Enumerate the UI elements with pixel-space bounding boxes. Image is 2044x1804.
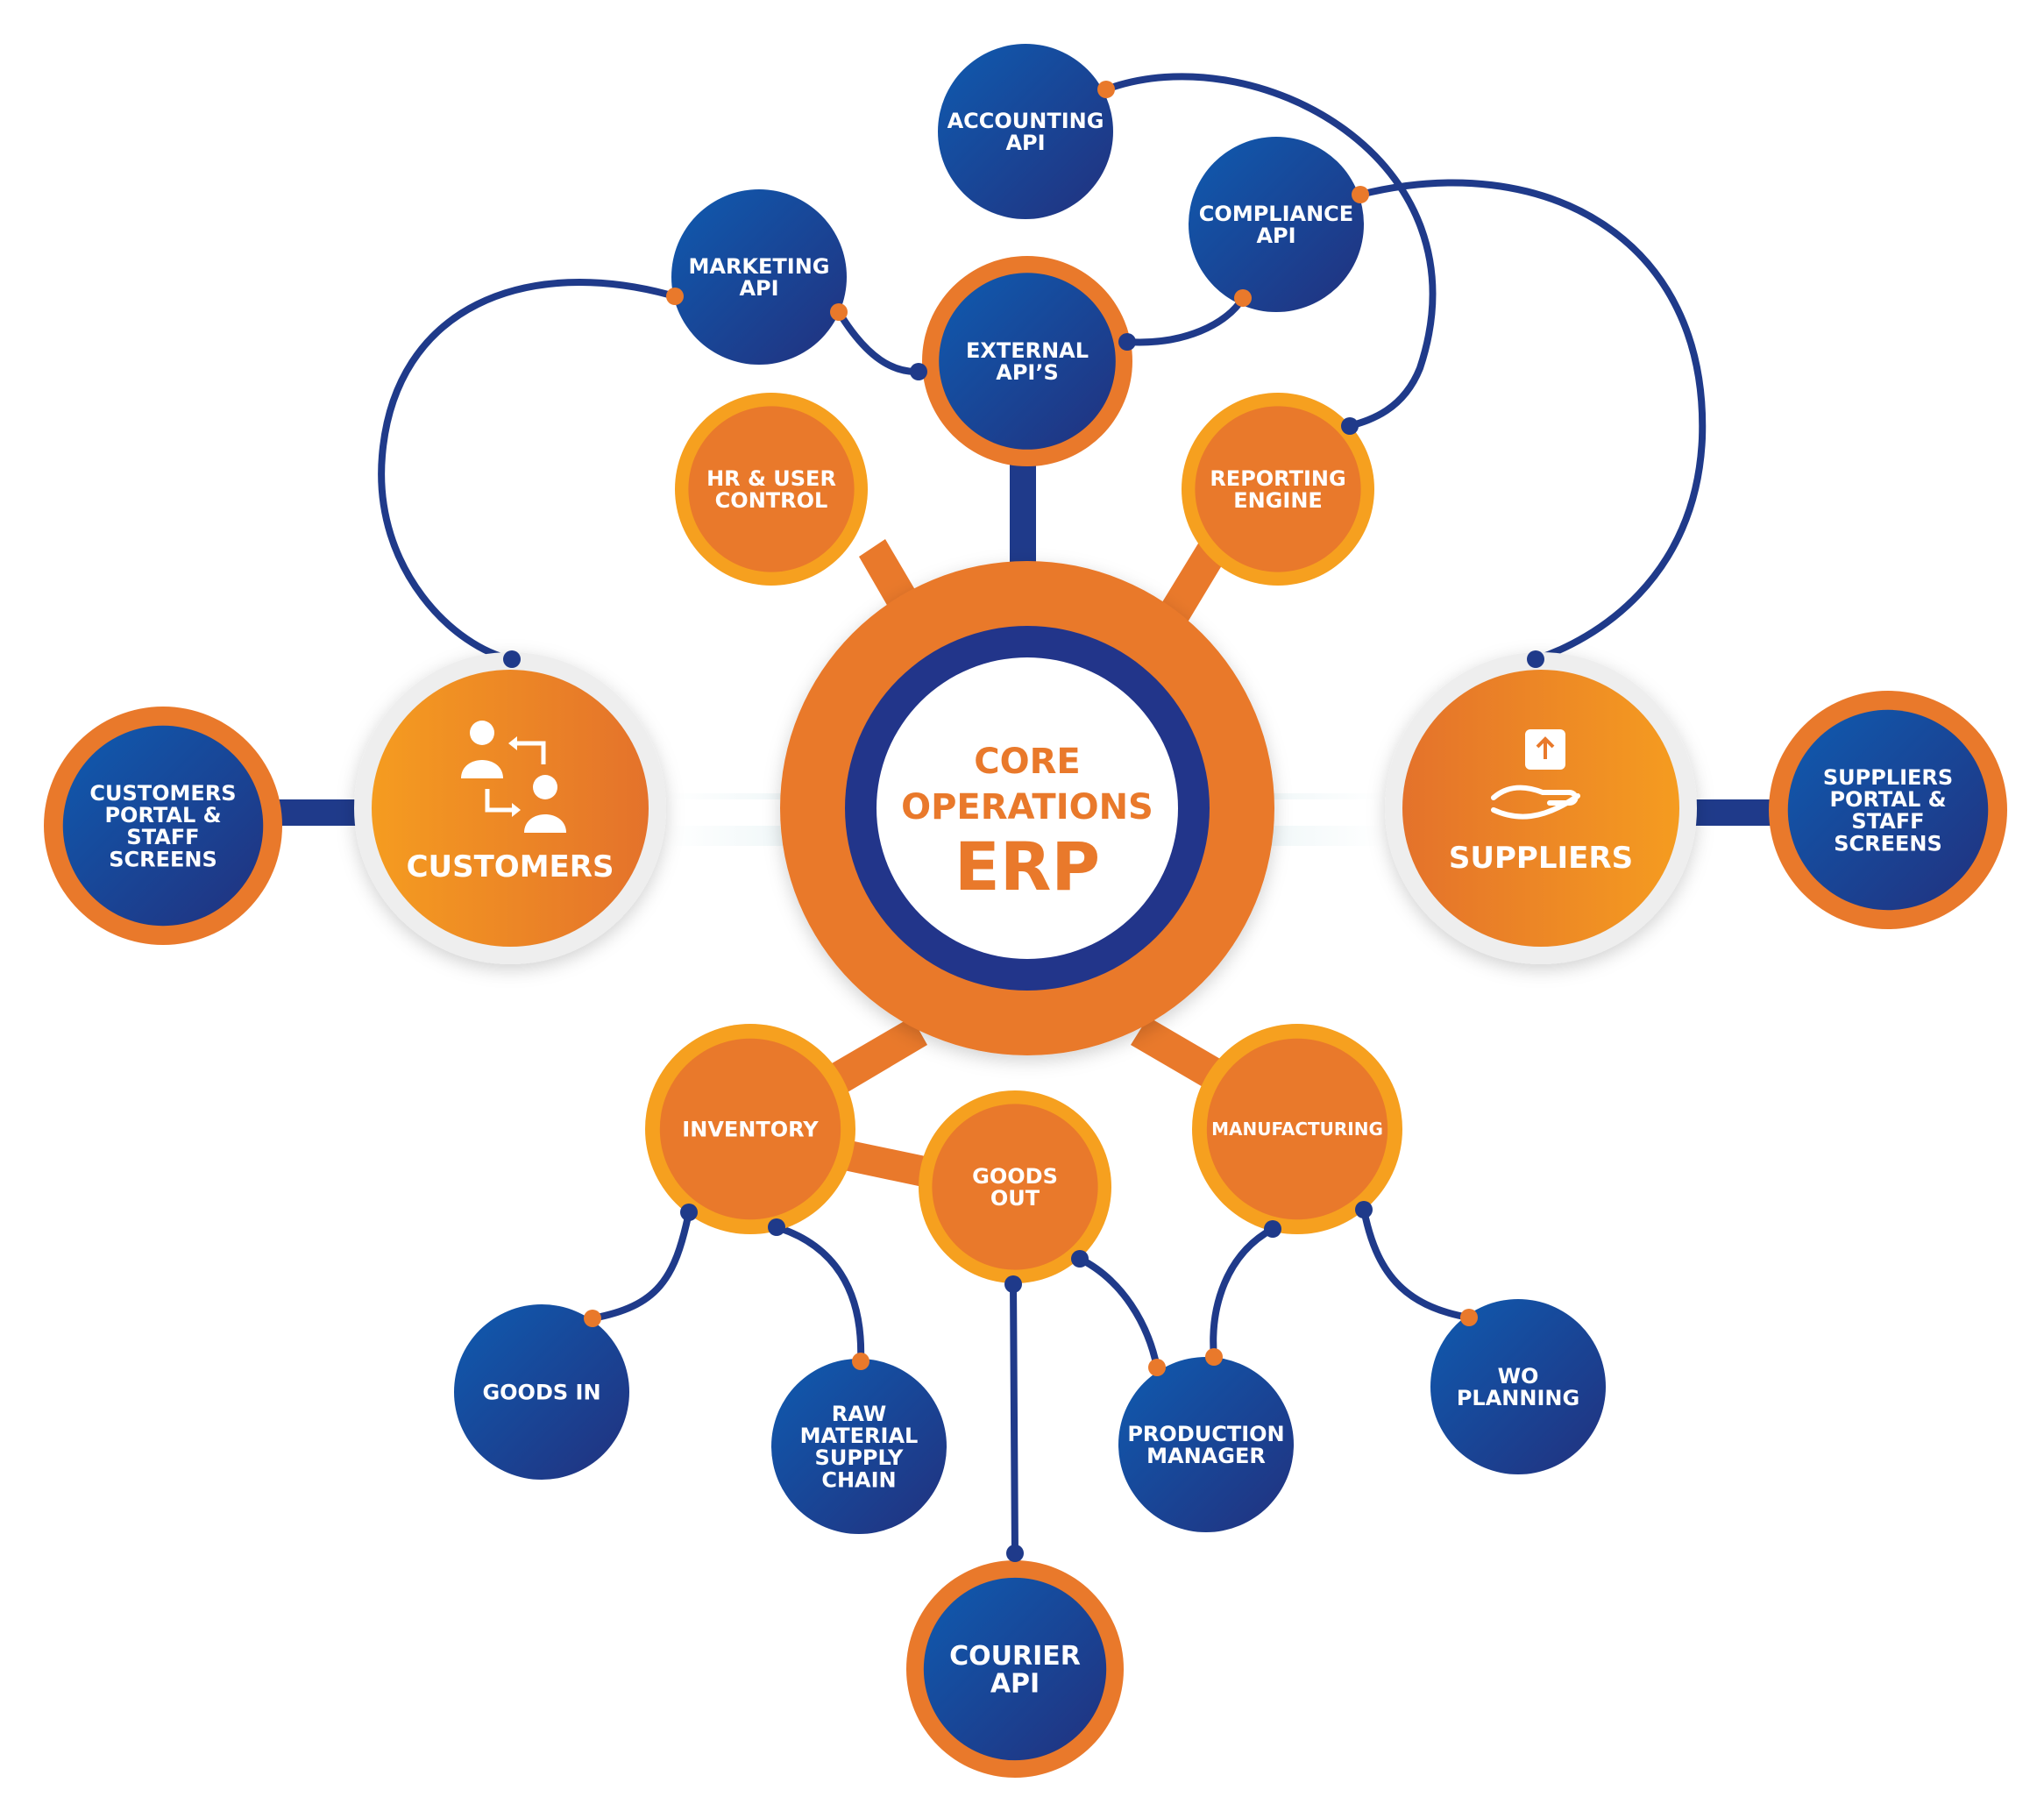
connector-dot: [1355, 1201, 1373, 1218]
connector-dot: [1264, 1220, 1281, 1238]
connector-dot: [1006, 1545, 1024, 1562]
connector-dot: [1527, 650, 1544, 668]
inventory-label-line-1: INVENTORY: [682, 1118, 819, 1142]
courier-api-label-line-2: API: [990, 1669, 1040, 1700]
connector-dot: [1118, 333, 1136, 351]
manufacturing-node: MANUFACTURING: [1192, 1024, 1402, 1234]
connector-dot: [1148, 1359, 1166, 1376]
raw-material-label-line-1: RAW: [832, 1402, 886, 1426]
manufacturing-label-line-1: MANUFACTURING: [1211, 1119, 1383, 1140]
hand-upload-icon: [1491, 729, 1580, 820]
core-line3: ERP: [955, 827, 1100, 906]
node-layer: ACCOUNTINGAPICOMPLIANCEAPIMARKETINGAPIEX…: [44, 44, 2007, 1778]
people-exchange-icon: [461, 721, 566, 833]
connector-dot: [768, 1218, 785, 1236]
connector-dot: [1234, 289, 1252, 307]
marketing-api-label-line-1: MARKETING: [688, 254, 829, 279]
marketing-api-label-line-2: API: [739, 276, 778, 301]
goods-in-node: GOODS IN: [454, 1304, 629, 1480]
reporting-engine-label-line-1: REPORTING: [1210, 466, 1345, 491]
reporting-engine-label-line-2: ENGINE: [1233, 488, 1323, 513]
connector-dot: [1341, 417, 1359, 435]
compliance-api-label-line-2: API: [1256, 224, 1295, 248]
core-erp-hub: [780, 561, 1274, 1055]
core-line1: CORE: [974, 742, 1080, 782]
raw-material-label-line-4: CHAIN: [821, 1467, 896, 1492]
connector-dot: [1352, 186, 1369, 203]
goods-out-label-line-1: GOODS: [972, 1164, 1058, 1189]
compliance-api-label-line-1: COMPLIANCE: [1199, 202, 1353, 226]
customers-portal-label-line-2: PORTAL &: [104, 803, 221, 827]
hr-user-control-label-line-1: HR & USER: [706, 466, 836, 491]
suppliers-node: SUPPLIERS: [1385, 652, 1697, 964]
hr-user-control-label-line-2: CONTROL: [715, 488, 828, 513]
suppliers-portal-label-line-2: PORTAL &: [1829, 787, 1946, 812]
production-manager-label-line-1: PRODUCTION: [1127, 1422, 1284, 1446]
external-apis-label-line-2: API’S: [996, 360, 1059, 385]
connector-dot: [1205, 1348, 1223, 1366]
courier-api-label-line-1: COURIER: [949, 1641, 1081, 1672]
accounting-api-label-line-1: ACCOUNTING: [947, 109, 1104, 133]
connector-dot: [503, 650, 521, 668]
suppliers-portal-label-line-3: STAFF: [1851, 809, 1924, 834]
accounting-api-label-line-2: API: [1005, 131, 1045, 155]
customers-node: CUSTOMERS: [354, 652, 666, 964]
production-manager-label-line-2: MANAGER: [1146, 1444, 1266, 1468]
raw-material-label-line-2: MATERIAL: [800, 1424, 919, 1448]
connector-dot: [1071, 1250, 1089, 1268]
suppliers-portal-label-line-4: SCREENS: [1834, 831, 1942, 856]
raw-material-label-line-3: SUPPLY: [815, 1445, 905, 1470]
customers-portal-label-line-1: CUSTOMERS: [89, 781, 236, 806]
inventory-node: INVENTORY: [645, 1024, 855, 1234]
customers-portal-label-line-4: SCREENS: [109, 847, 217, 871]
connector-dot: [1004, 1275, 1022, 1293]
suppliers-portal-label-line-1: SUPPLIERS: [1823, 765, 1953, 790]
wo-planning-label-line-1: WO: [1498, 1364, 1539, 1389]
connector-dot: [852, 1353, 869, 1370]
suppliers-label: SUPPLIERS: [1449, 841, 1633, 876]
connector-lines: [378, 73, 1707, 1557]
wo-planning-label-line-2: PLANNING: [1457, 1386, 1579, 1410]
connector-dot: [1097, 81, 1115, 98]
external-apis-label-line-1: EXTERNAL: [966, 338, 1089, 363]
connector-dot: [830, 303, 848, 321]
customers-label: CUSTOMERS: [407, 849, 614, 884]
connector-dot: [910, 363, 927, 380]
connector-dot: [1460, 1309, 1478, 1326]
goods-out-label-line-2: OUT: [990, 1186, 1040, 1211]
core-line2: OPERATIONS: [901, 787, 1153, 827]
goods-in-label-line-1: GOODS IN: [482, 1381, 600, 1405]
customers-portal-label-line-3: STAFF: [126, 825, 199, 849]
connector-dot: [666, 288, 684, 305]
connector-dot: [680, 1204, 698, 1221]
connector-dot: [584, 1310, 601, 1327]
connector-dots: [503, 81, 1544, 1562]
